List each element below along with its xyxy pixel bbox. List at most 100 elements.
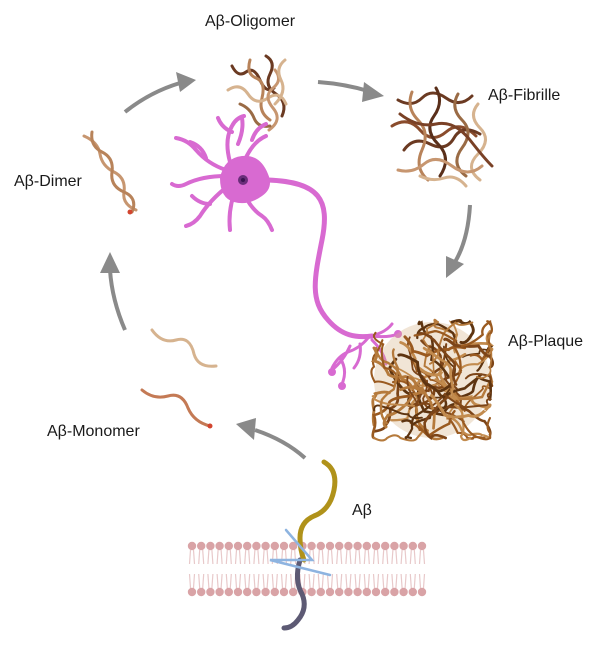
lipid-tail bbox=[363, 549, 366, 565]
lipid-tail bbox=[404, 573, 407, 589]
lipid-head bbox=[197, 587, 206, 597]
lipid-tail bbox=[413, 549, 416, 565]
lipid-head bbox=[233, 541, 243, 551]
lipid-tail bbox=[238, 549, 242, 565]
arrow-dimer-to-oligomer-head bbox=[176, 72, 196, 92]
plaque-strand bbox=[413, 329, 462, 373]
arrow-dimer-to-oligomer bbox=[123, 81, 181, 114]
lipid-head bbox=[390, 541, 399, 551]
lipid-tail bbox=[253, 549, 256, 565]
plaque-strand bbox=[416, 322, 457, 345]
lipid-tail bbox=[308, 573, 311, 589]
lipid-tail bbox=[326, 549, 330, 565]
lipid-head bbox=[362, 541, 371, 551]
lipid-tail bbox=[280, 573, 284, 589]
lipid-head bbox=[417, 541, 427, 551]
lipid-head bbox=[371, 541, 381, 551]
labels: Aβ-Oligomer Aβ-Fibrille Aβ-Dimer Aβ-Plaq… bbox=[14, 13, 583, 519]
lipid-tail bbox=[216, 549, 219, 565]
lipid-tail bbox=[188, 549, 192, 565]
lipid-tail bbox=[225, 573, 228, 589]
plaque-strand bbox=[475, 333, 493, 379]
lipid-head bbox=[261, 541, 270, 551]
lipid-tail bbox=[418, 549, 422, 565]
arrow-monomer-to-dimer-head bbox=[100, 252, 120, 273]
lipid-tail bbox=[367, 549, 370, 565]
plaque-strand bbox=[379, 348, 400, 425]
lipid-tail bbox=[354, 549, 357, 565]
lipid-head bbox=[371, 587, 381, 597]
lipid-tail bbox=[395, 573, 398, 589]
lipid-tail bbox=[418, 573, 422, 589]
lipid-tail bbox=[220, 573, 223, 589]
lipid-tail bbox=[198, 573, 201, 589]
lipid-tail bbox=[395, 549, 398, 565]
lipid-head bbox=[224, 587, 233, 597]
lipid-head bbox=[279, 587, 289, 597]
lipid-tail bbox=[207, 549, 210, 565]
lipid-tail bbox=[340, 549, 343, 565]
lipid-tail bbox=[376, 549, 380, 565]
lipid-head bbox=[187, 541, 197, 551]
lipid-head bbox=[215, 587, 224, 597]
plaque-strand bbox=[403, 335, 467, 358]
plaque-strand bbox=[460, 320, 492, 347]
lipid-tail bbox=[244, 549, 247, 565]
lipid-tail bbox=[284, 573, 288, 589]
lipid-tail bbox=[317, 573, 320, 589]
lipid-tail bbox=[257, 573, 260, 589]
dimer-strands bbox=[82, 130, 138, 215]
lipid-head bbox=[289, 541, 298, 551]
lipid-head bbox=[261, 587, 270, 597]
lipid-tail bbox=[257, 549, 260, 565]
lipid-tail bbox=[284, 549, 288, 565]
plaque-strand bbox=[409, 355, 461, 401]
plaque-strand bbox=[397, 353, 450, 393]
lipid-head bbox=[197, 541, 206, 551]
lipid-tail bbox=[271, 573, 274, 589]
lipid-head bbox=[316, 587, 325, 597]
lipid-tail bbox=[248, 573, 251, 589]
plaque-strand bbox=[404, 404, 432, 440]
lipid-head bbox=[381, 541, 390, 551]
lipid-tail bbox=[345, 549, 348, 565]
lipid-tail bbox=[253, 573, 256, 589]
arrow-fibrille-to-plaque-head bbox=[446, 256, 464, 278]
lipid-tail bbox=[290, 549, 293, 565]
lipid-head bbox=[252, 541, 261, 551]
label-plaque: Aβ-Plaque bbox=[508, 333, 583, 350]
lipid-tail bbox=[363, 573, 366, 589]
membrane bbox=[187, 541, 427, 597]
lipid-tail bbox=[312, 549, 315, 565]
lipid-head bbox=[187, 587, 197, 597]
plaque-strand bbox=[372, 331, 400, 384]
lipid-head bbox=[353, 541, 362, 551]
lipid-tail bbox=[303, 573, 306, 589]
lipid-tail bbox=[382, 549, 385, 565]
lipid-tail bbox=[262, 549, 265, 565]
lipid-head bbox=[307, 587, 316, 597]
lipid-tail bbox=[188, 573, 192, 589]
plaque-strand bbox=[371, 394, 415, 407]
plaque-strand bbox=[423, 396, 449, 440]
lipid-head bbox=[279, 541, 289, 551]
lipid-tail bbox=[400, 549, 403, 565]
lipid-tail bbox=[340, 573, 343, 589]
lipid-head bbox=[408, 541, 417, 551]
lipid-tail bbox=[202, 549, 205, 565]
lipid-head bbox=[316, 541, 325, 551]
arrow-fibrille-to-plaque bbox=[453, 204, 472, 264]
lipid-tail bbox=[345, 573, 348, 589]
lipid-tail bbox=[391, 549, 394, 565]
plaque-strand bbox=[430, 394, 492, 419]
plaque-strand bbox=[426, 345, 456, 399]
lipid-tail bbox=[192, 549, 196, 565]
lipid-tail bbox=[317, 549, 320, 565]
lipid-head bbox=[252, 587, 261, 597]
membrane-lipids bbox=[187, 541, 427, 597]
lipid-head bbox=[307, 541, 316, 551]
plaque-strand bbox=[412, 402, 444, 441]
lipid-tail bbox=[321, 549, 324, 565]
lipid-head bbox=[289, 587, 298, 597]
lipid-tail bbox=[358, 573, 361, 589]
